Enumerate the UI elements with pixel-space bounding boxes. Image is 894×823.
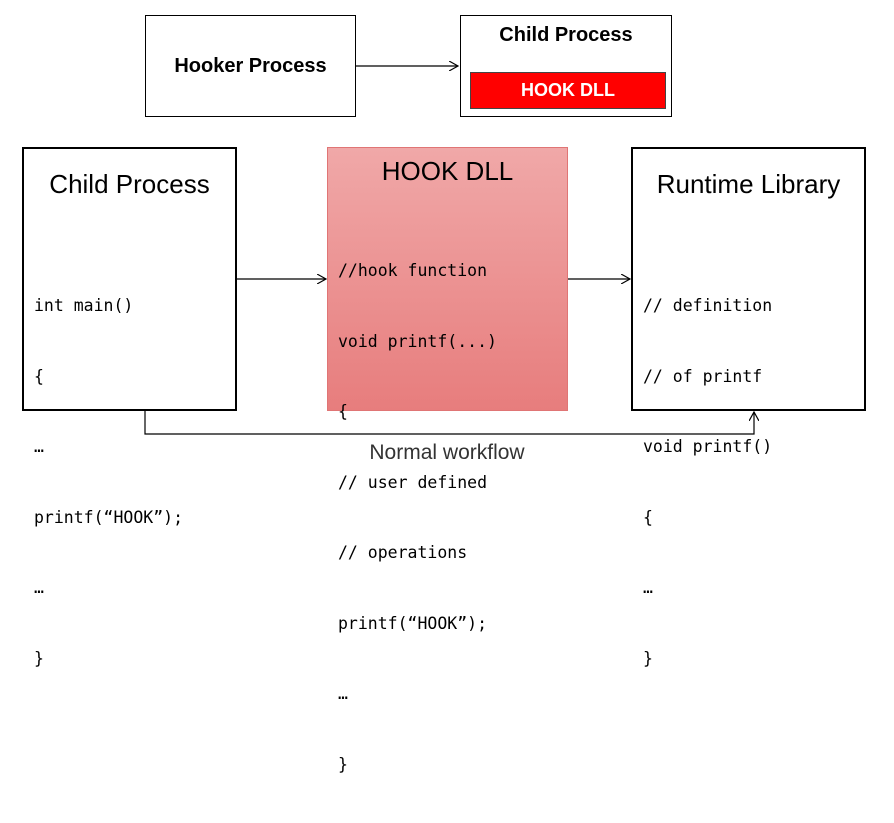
code-line: // definition	[643, 296, 773, 315]
child-process-top-label: Child Process	[499, 24, 633, 46]
code-line: {	[643, 507, 653, 527]
hooker-process-box: Hooker Process	[145, 15, 356, 117]
code-line: //hook function	[338, 261, 488, 280]
code-line: …	[34, 578, 44, 597]
normal-workflow-label: Normal workflow	[369, 441, 525, 464]
code-line: void printf()	[643, 437, 773, 456]
child-process-top-box: Child Process HOOK DLL	[460, 15, 672, 117]
runtime-library-title: Runtime Library	[656, 169, 841, 199]
hook-dll-title: HOOK DLL	[381, 156, 514, 186]
code-line: …	[643, 578, 653, 597]
code-line: }	[338, 754, 348, 774]
runtime-library-code: // definition // of printf void printf()…	[643, 247, 772, 717]
code-line: }	[643, 648, 653, 668]
code-line: {	[338, 402, 348, 421]
code-line: int main()	[34, 296, 134, 315]
hook-dll-box: HOOK DLL //hook function void printf(...…	[327, 147, 568, 774]
code-line: // operations	[338, 543, 468, 562]
code-line: // of printf	[643, 366, 763, 386]
normal-workflow-arrow	[144, 411, 754, 435]
code-line: …	[34, 437, 44, 456]
hooker-process-label: Hooker Process	[174, 54, 327, 77]
code-line: {	[34, 366, 44, 386]
runtime-library-box: Runtime Library // definition // of prin…	[631, 147, 866, 668]
connector-arrows	[144, 0, 894, 435]
code-line: void printf(...)	[338, 331, 497, 351]
code-line: }	[34, 648, 44, 668]
hook-dll-small-box: HOOK DLL	[470, 72, 666, 109]
child-process-title: Child Process	[49, 169, 210, 199]
code-line: printf(“HOOK”);	[34, 507, 184, 527]
code-line: printf(“HOOK”);	[338, 613, 488, 633]
code-line: …	[338, 684, 348, 703]
